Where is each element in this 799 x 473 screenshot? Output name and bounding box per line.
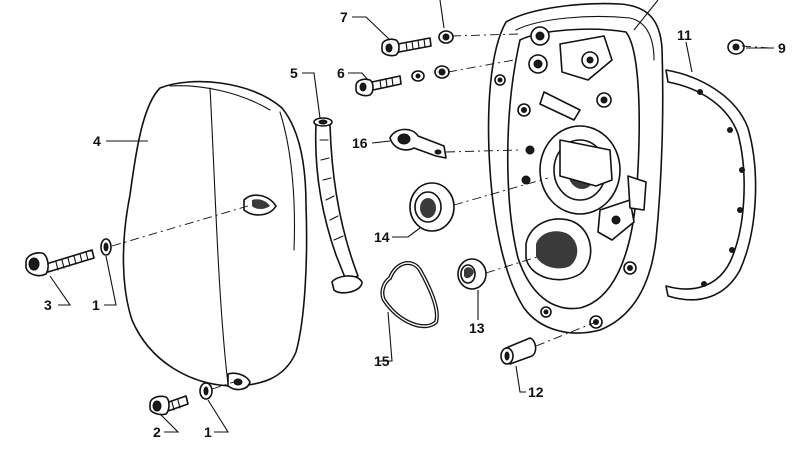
callout-1a: 1 xyxy=(92,297,100,313)
callout-15: 15 xyxy=(374,353,390,369)
callout-2: 2 xyxy=(153,424,161,440)
part-9-washer[interactable] xyxy=(727,39,745,55)
part-1-washer-lower[interactable] xyxy=(199,382,213,400)
callout-13: 13 xyxy=(469,320,485,336)
callout-14: 14 xyxy=(374,229,390,245)
part-4-front-cover[interactable] xyxy=(122,80,308,391)
part-7-bolt[interactable] xyxy=(381,30,454,57)
callout-4: 4 xyxy=(93,133,101,149)
part-15-wire-loop[interactable] xyxy=(380,261,439,329)
part-16-bracket[interactable] xyxy=(389,128,447,159)
part-3-long-screw[interactable] xyxy=(25,249,95,277)
part-1-washer-upper[interactable] xyxy=(100,238,112,256)
callout-9: 9 xyxy=(778,40,786,56)
part-12-dowel-sleeve[interactable] xyxy=(500,337,537,365)
callout-3: 3 xyxy=(44,297,52,313)
part-13-bushing-ring[interactable] xyxy=(457,258,487,290)
part-11-gasket[interactable] xyxy=(665,69,757,301)
assembly-axis-lines xyxy=(111,33,771,390)
callout-labels: 4 3 1 2 1 5 7 6 16 14 15 13 12 11 9 xyxy=(44,9,786,440)
callout-11: 11 xyxy=(677,27,692,43)
callout-16: 16 xyxy=(352,135,368,151)
callout-6: 6 xyxy=(337,65,345,81)
callout-1b: 1 xyxy=(204,424,212,440)
crankcase-housing[interactable] xyxy=(487,2,664,334)
part-6-bolt[interactable] xyxy=(355,65,450,97)
part-2-short-screw[interactable] xyxy=(149,395,189,416)
callout-7: 7 xyxy=(340,9,348,25)
callout-12: 12 xyxy=(528,384,544,400)
part-14-shaft-seal[interactable] xyxy=(409,182,455,232)
callout-leaders xyxy=(49,0,774,433)
part-5-breather-hose[interactable] xyxy=(313,117,363,294)
callout-5: 5 xyxy=(290,65,298,81)
